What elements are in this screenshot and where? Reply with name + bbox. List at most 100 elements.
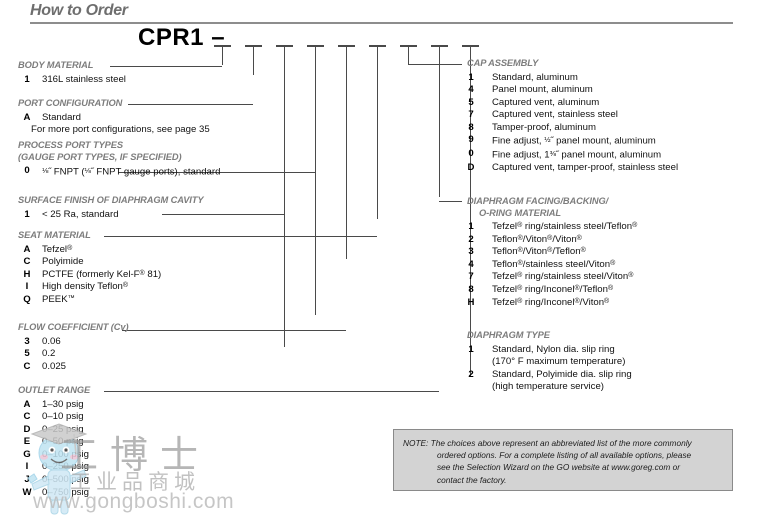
section-subtitle-process-port-types: (GAUGE PORT TYPES, IF SPECIFIED) [18,151,182,162]
option-row: A Standard [18,112,210,125]
option-code: H [467,296,475,308]
option-code: C [23,360,31,372]
option-row: H Tefzel® ring/Inconel®/Viton® [462,297,637,310]
option-code: 0 [24,165,30,176]
option-code: A [23,243,31,255]
option-description: Tamper-proof, aluminum [492,121,596,133]
option-code: Q [23,293,31,305]
note-line-2: ordered options. For a complete listing … [437,450,692,461]
page-title: How to Order [30,2,128,19]
option-description: 1–30 psig [42,398,84,410]
option-description: PEEK™ [42,293,75,305]
section-title-diaphragm-facing: DIAPHRAGM FACING/BACKING/ [467,196,609,206]
option-row: (high temperature service) [462,381,632,394]
leader-body-material-h [110,66,222,67]
section-title-diaphragm-type: DIAPHRAGM TYPE [467,330,550,340]
option-description: For more port configurations, see page 3… [31,124,210,136]
option-code: 1 [468,221,474,232]
option-code: 4 [468,258,474,270]
option-row: 1< 25 Ra, standard [18,209,203,222]
option-description: Teflon®/Viton®/Viton® [492,233,582,245]
section-title-outlet-range: OUTLET RANGE [18,385,91,395]
option-row: 4 Teflon®/stainless steel/Viton® [462,259,637,272]
option-code: 7 [468,109,474,121]
option-code: C [23,256,31,268]
option-description: Tefzel® ring/stainless steel/Viton® [492,271,634,283]
note-line-1: The choices above represent an abbreviat… [428,438,692,448]
note-line-4: contact the factory. [437,474,507,485]
leader-cap-assembly-h [408,64,462,65]
leader-seat-material-h [104,236,377,237]
option-description: Fine adjust, ½˝ panel mount, aluminum [492,135,656,147]
option-code: A [23,398,31,410]
section-process-port-types: PROCESS PORT TYPES(GAUGE PORT TYPES, IF … [18,140,220,179]
option-description: (170° F maximum temperature) [492,356,626,368]
option-code: E [23,436,31,448]
option-row: 8 Tamper-proof, aluminum [462,122,678,135]
option-code: 2 [468,233,474,245]
option-row: 1 Standard, aluminum [462,72,678,85]
option-code: G [23,448,31,460]
option-description: Standard, Polyimide dia. slip ring [492,368,632,380]
option-code: 7 [468,271,474,283]
option-description: Teflon®/Viton®/Teflon® [492,246,586,258]
option-description: Tefzel® ring/Inconel®/Viton® [492,296,610,308]
option-row: 2 Standard, Polyimide dia. slip ring [462,368,632,382]
leader-surface-finish-h [162,214,284,215]
option-description: Panel mount, aluminum [492,84,593,96]
option-code: 5 [24,348,30,360]
option-code: 1 [468,71,474,83]
leader-flow-coefficient-h [122,330,346,331]
note-text: NOTE: The choices above represent an abb… [403,437,725,486]
option-code: I [25,461,29,473]
option-code: 2 [468,368,474,380]
note-box: NOTE: The choices above represent an abb… [393,429,733,491]
option-description: (high temperature service) [492,381,604,393]
option-description: 0.06 [42,335,61,347]
option-description: Standard, Nylon dia. slip ring [492,343,615,355]
section-title-surface-finish: SURFACE FINISH OF DIAPHRAGM CAVITY [18,195,204,205]
note-line-3: see the Selection Wizard on the GO websi… [437,462,680,473]
option-description: Standard [42,111,81,123]
section-title-port-configuration: PORT CONFIGURATION [18,98,123,108]
option-code: W [22,486,32,498]
option-description: Standard, aluminum [492,71,578,83]
option-code: I [25,281,29,293]
section-title-flow-coefficient: FLOW COEFFICIENT (Cv) [18,322,129,332]
option-row: I High density Teflon® [18,281,161,294]
option-description: Captured vent, aluminum [492,96,600,108]
model-number: CPR1 – [138,24,226,51]
option-description: Tefzel® ring/stainless steel/Teflon® [492,221,638,232]
leader-diaphragm-facing-h [439,201,462,202]
option-row: 3 Teflon®/Viton®/Teflon® [462,246,637,259]
option-description: Fine adjust, 1⅜˝ panel mount, aluminum [492,149,662,161]
option-description: Captured vent, tamper-proof, stainless s… [492,162,679,174]
leader-port-configuration-h [128,104,253,105]
option-code: 3 [468,246,474,258]
option-code: 8 [468,121,474,133]
option-description: 0–10 psig [42,411,84,423]
option-description: Tefzel® ring/Inconel®/Teflon® [492,283,614,295]
option-description: Teflon®/stainless steel/Viton® [492,258,616,270]
option-description: High density Teflon® [42,281,129,293]
mascot-watermark-icon [27,423,88,515]
option-row: 2 Teflon®/Viton®/Viton® [462,234,637,247]
option-description: ⅛˝ FNPT (⅛˝ FNPT gauge ports), standard [42,166,221,178]
option-code: A [23,111,31,123]
option-code: 1 [24,208,30,220]
